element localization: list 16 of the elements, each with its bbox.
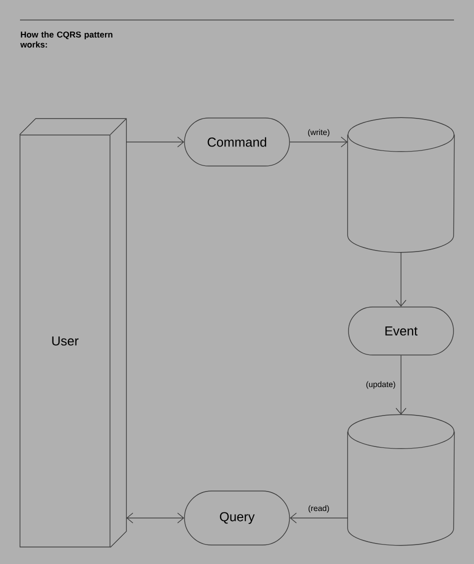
- arrow: [290, 136, 348, 148]
- arrow: [396, 355, 406, 415]
- arrow: [396, 252, 406, 307]
- process-pill: Query: [184, 490, 290, 546]
- process-pill: Event: [348, 306, 454, 356]
- process-pill: Command: [184, 118, 290, 166]
- database-cylinder: [347, 117, 455, 253]
- edge-label: (update): [366, 381, 396, 389]
- user-block: User: [19, 118, 127, 548]
- title: How the CQRS pattern works:: [20, 31, 112, 48]
- arrow: [126, 512, 184, 524]
- edge-label: (write): [308, 129, 330, 137]
- arrow: [126, 136, 184, 148]
- arrow: [290, 512, 348, 524]
- database-cylinder: [347, 414, 455, 546]
- edge-label: (read): [308, 505, 329, 513]
